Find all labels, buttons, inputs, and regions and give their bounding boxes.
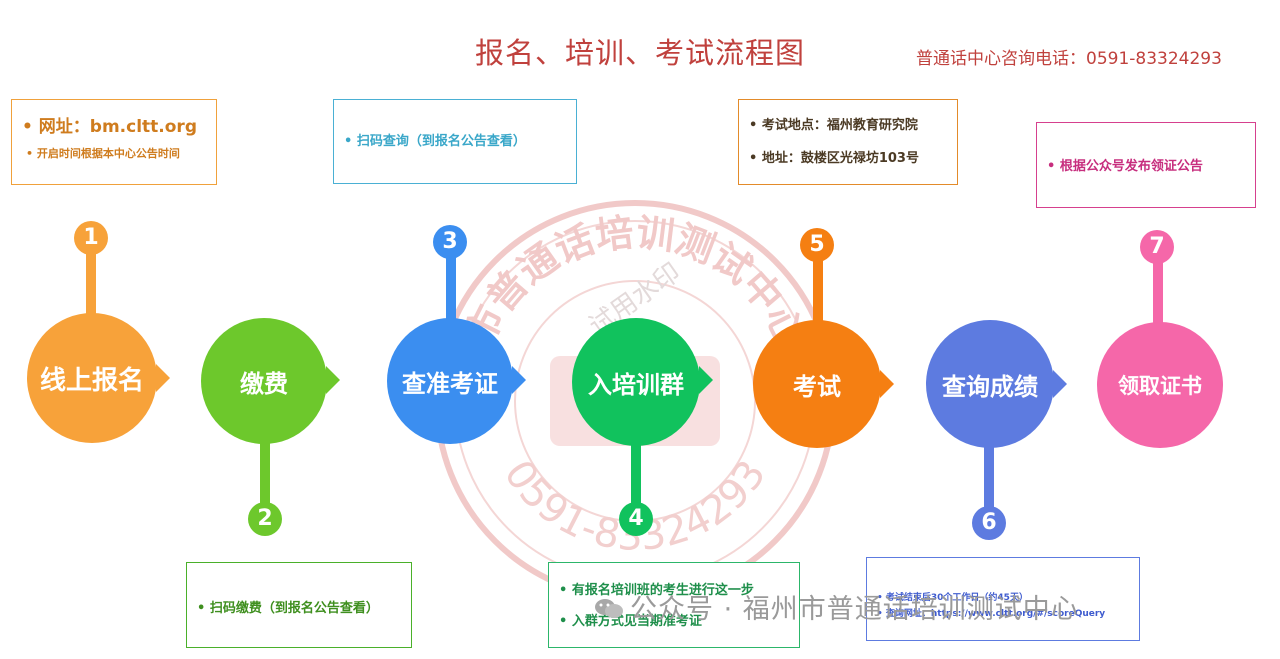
flow-arrow-icon bbox=[512, 366, 526, 394]
info-box-step1: 网址：bm.cltt.org 开启时间根据本中心公告时间 bbox=[11, 99, 217, 185]
info-line: 网址：bm.cltt.org bbox=[22, 112, 206, 137]
info-box-step6: 考试结束后30个工作日（约45天） 查询网址：https://www.cltt.… bbox=[866, 557, 1140, 641]
flow-arrow-icon bbox=[880, 370, 894, 398]
info-line: 考试地点：福州教育研究院 bbox=[749, 114, 947, 133]
diagram-title: 报名、培训、考试流程图 bbox=[474, 36, 805, 70]
step-circle-payment: 缴费 bbox=[201, 318, 327, 444]
step-number-badge: 4 bbox=[619, 502, 653, 536]
connector-stem bbox=[1153, 256, 1163, 324]
step-number-badge: 3 bbox=[433, 225, 467, 259]
info-line: 扫码缴费（到报名公告查看） bbox=[197, 597, 401, 616]
wechat-icon bbox=[594, 597, 624, 621]
flow-arrow-icon bbox=[156, 364, 170, 392]
connector-stem bbox=[984, 444, 994, 510]
info-box-step7: 根据公众号发布领证公告 bbox=[1036, 122, 1256, 208]
connector-stem bbox=[86, 252, 96, 322]
info-line: 开启时间根据本中心公告时间 bbox=[26, 145, 206, 161]
step-number-badge: 1 bbox=[74, 221, 108, 255]
info-box-step2: 扫码缴费（到报名公告查看） bbox=[186, 562, 412, 648]
info-box-step4: 有报名培训班的考生进行这一步 入群方式见当期准考证 bbox=[548, 562, 800, 648]
info-line: 考试结束后30个工作日（约45天） bbox=[877, 590, 1129, 603]
connector-stem bbox=[260, 440, 270, 506]
step-number-badge: 5 bbox=[800, 228, 834, 262]
step-circle-check-admission-ticket: 查准考证 bbox=[387, 318, 513, 444]
step-circle-collect-certificate: 领取证书 bbox=[1097, 322, 1223, 448]
info-box-step5: 考试地点：福州教育研究院 地址：鼓楼区光禄坊103号 bbox=[738, 99, 958, 185]
info-line: 地址：鼓楼区光禄坊103号 bbox=[749, 147, 947, 166]
step-number-badge: 6 bbox=[972, 506, 1006, 540]
flow-arrow-icon bbox=[326, 366, 340, 394]
footer-text: 公众号 · 福州市普通话培训测试中心 bbox=[630, 594, 1079, 625]
flow-arrow-icon bbox=[1053, 370, 1067, 398]
step-circle-join-training-group: 入培训群 bbox=[572, 318, 700, 446]
step-number-badge: 7 bbox=[1140, 230, 1174, 264]
info-line: 入群方式见当期准考证 bbox=[559, 610, 789, 629]
step-circle-exam: 考试 bbox=[753, 320, 881, 448]
connector-stem bbox=[813, 254, 823, 322]
flow-arrow-icon bbox=[699, 366, 713, 394]
info-line: 根据公众号发布领证公告 bbox=[1047, 155, 1245, 174]
info-line: 有报名培训班的考生进行这一步 bbox=[559, 579, 789, 598]
step-circle-online-registration: 线上报名 bbox=[27, 313, 157, 443]
hotline-text: 普通话中心咨询电话：0591-83324293 bbox=[916, 49, 1222, 69]
connector-stem bbox=[446, 254, 456, 322]
info-line: 扫码查询（到报名公告查看） bbox=[344, 130, 566, 149]
footer-watermark: 公众号 · 福州市普通话培训测试中心 bbox=[594, 587, 1079, 626]
step-circle-check-score: 查询成绩 bbox=[926, 320, 1054, 448]
step-number-badge: 2 bbox=[248, 502, 282, 536]
info-box-step3: 扫码查询（到报名公告查看） bbox=[333, 99, 577, 184]
info-line: 查询网址：https://www.cltt.org/#/scoreQuery bbox=[877, 606, 1129, 619]
connector-stem bbox=[631, 442, 641, 508]
